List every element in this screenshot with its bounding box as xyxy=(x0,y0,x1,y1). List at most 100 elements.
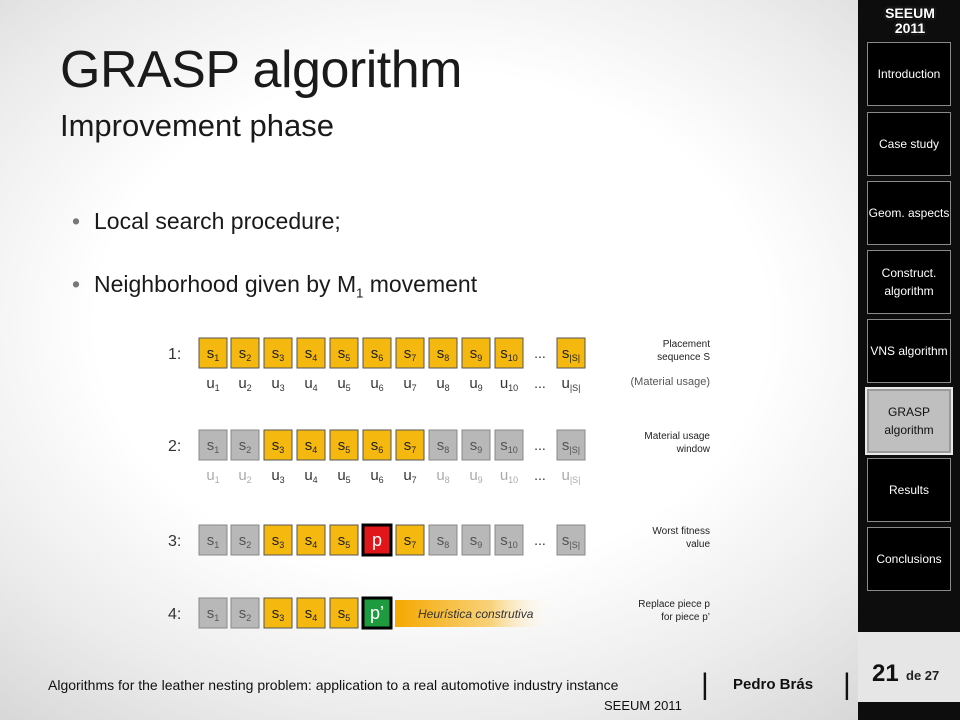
usage-label: u3 xyxy=(271,467,284,485)
cell-label: s10 xyxy=(500,437,518,455)
usage-label: u|S| xyxy=(561,467,580,485)
sequence-cell-gray xyxy=(198,597,228,629)
sidebar-item-label: GRASP algorithm xyxy=(884,405,934,437)
sidebar-item-label: Introduction xyxy=(877,67,941,81)
cell-label: s10 xyxy=(500,345,518,363)
ellipsis: ... xyxy=(534,375,546,391)
cell-label: s6 xyxy=(371,345,384,363)
sidebar-item-label: Geom. aspects xyxy=(868,206,950,220)
cell-label: s9 xyxy=(470,532,483,550)
sequence-cell-yellow xyxy=(296,524,326,556)
usage-label: u8 xyxy=(436,467,449,485)
sequence-cell-green xyxy=(361,596,393,630)
cell-label: s3 xyxy=(272,437,285,455)
ellipsis: ... xyxy=(534,532,546,548)
row-description: Worst fitness xyxy=(652,526,710,537)
usage-label: u9 xyxy=(469,375,482,393)
row-label: 2: xyxy=(168,438,181,455)
usage-label: u8 xyxy=(436,375,449,393)
row-label: 3: xyxy=(168,533,181,550)
sequence-cell-yellow xyxy=(263,597,293,629)
sidebar-item-label: Conclusions xyxy=(876,552,942,566)
sequence-cell-yellow xyxy=(362,429,392,461)
sidebar-item-results[interactable]: Results xyxy=(867,458,951,522)
sidebar-item-geom-aspects[interactable]: Geom. aspects xyxy=(867,181,951,245)
sequence-cell-gray xyxy=(230,429,260,461)
usage-label: u6 xyxy=(370,467,383,485)
ellipsis: ... xyxy=(534,345,546,361)
sidebar-item-construct-algorithm[interactable]: Construct. algorithm xyxy=(867,250,951,314)
ellipsis: ... xyxy=(534,467,546,483)
usage-label: u7 xyxy=(403,467,416,485)
usage-label: u3 xyxy=(271,375,284,393)
bullet-neighborhood: Neighborhood given by M1 movement xyxy=(72,271,477,301)
sequence-cell-yellow xyxy=(428,337,458,369)
sequence-cell-yellow xyxy=(494,337,524,369)
sequence-cell-yellow xyxy=(461,337,491,369)
row-description: window xyxy=(676,444,711,455)
usage-label: u4 xyxy=(304,375,317,393)
sequence-cell-gray xyxy=(556,524,586,556)
sequence-cell-yellow xyxy=(198,337,228,369)
bullet-local-search: Local search procedure; xyxy=(72,208,477,235)
cell-label: s1 xyxy=(207,605,220,623)
bullet-text-after: movement xyxy=(363,271,478,297)
page-counter: 21 de 27 xyxy=(858,632,960,702)
usage-label: u5 xyxy=(337,467,350,485)
ellipsis: ... xyxy=(534,437,546,453)
seeum-logo: SEEUM 2011 xyxy=(868,6,952,36)
page-total: de 27 xyxy=(906,668,940,683)
cell-label: s5 xyxy=(338,532,351,550)
cell-label: s1 xyxy=(207,437,220,455)
row-description: Placement xyxy=(663,339,710,350)
sidebar-item-introduction[interactable]: Introduction xyxy=(867,42,951,106)
sequence-cell-yellow xyxy=(296,597,326,629)
sidebar-item-label: Construct. algorithm xyxy=(881,266,937,298)
sequence-cell-yellow xyxy=(263,429,293,461)
cell-label: s3 xyxy=(272,605,285,623)
cell-label: s|S| xyxy=(562,345,580,363)
sidebar-item-case-study[interactable]: Case study xyxy=(867,112,951,176)
usage-label: u10 xyxy=(500,467,518,485)
usage-label: u|S| xyxy=(561,375,580,393)
sequence-cell-yellow xyxy=(296,337,326,369)
cell-label: s3 xyxy=(272,532,285,550)
sidebar-item-vns-algorithm[interactable]: VNS algorithm xyxy=(867,319,951,383)
cell-label: s5 xyxy=(338,605,351,623)
sequence-cell-gray xyxy=(461,429,491,461)
cell-label: s7 xyxy=(404,532,417,550)
usage-label: u2 xyxy=(238,375,251,393)
footer-separator: | xyxy=(843,668,851,701)
sequence-cell-gray xyxy=(230,597,260,629)
footer-separator: | xyxy=(701,668,709,701)
sequence-cell-gray xyxy=(494,429,524,461)
cell-label: s|S| xyxy=(562,437,580,455)
sidebar-nav: SEEUM 2011 Introduction Case study Geom.… xyxy=(858,0,960,720)
usage-label: u1 xyxy=(206,467,219,485)
row-description: value xyxy=(686,539,710,550)
cell-label: s8 xyxy=(437,437,450,455)
cell-label: s9 xyxy=(470,437,483,455)
usage-label: u5 xyxy=(337,375,350,393)
cell-label: s6 xyxy=(371,437,384,455)
cell-label: s3 xyxy=(272,345,285,363)
sidebar-item-conclusions[interactable]: Conclusions xyxy=(867,527,951,591)
sidebar-item-label: VNS algorithm xyxy=(870,344,948,358)
usage-label: u2 xyxy=(238,467,251,485)
bullet-text: Local search procedure; xyxy=(94,208,341,234)
cell-label: s5 xyxy=(338,437,351,455)
cell-label: s2 xyxy=(239,605,252,623)
sequence-cell-gray xyxy=(230,524,260,556)
slide-subtitle: Improvement phase xyxy=(60,108,334,143)
bullet-list: Local search procedure; Neighborhood giv… xyxy=(72,208,477,337)
cell-label: s8 xyxy=(437,345,450,363)
sidebar-item-label: Results xyxy=(888,483,929,497)
row-label: 4: xyxy=(168,606,181,623)
footer-author: Pedro Brás xyxy=(733,676,814,693)
bullet-text: Neighborhood given by M xyxy=(94,271,357,297)
cell-label: s1 xyxy=(207,532,220,550)
row-description: Replace piece p xyxy=(638,599,710,610)
sequence-cell-gray xyxy=(556,429,586,461)
sidebar-item-grasp-algorithm[interactable]: GRASP algorithm xyxy=(865,387,953,455)
